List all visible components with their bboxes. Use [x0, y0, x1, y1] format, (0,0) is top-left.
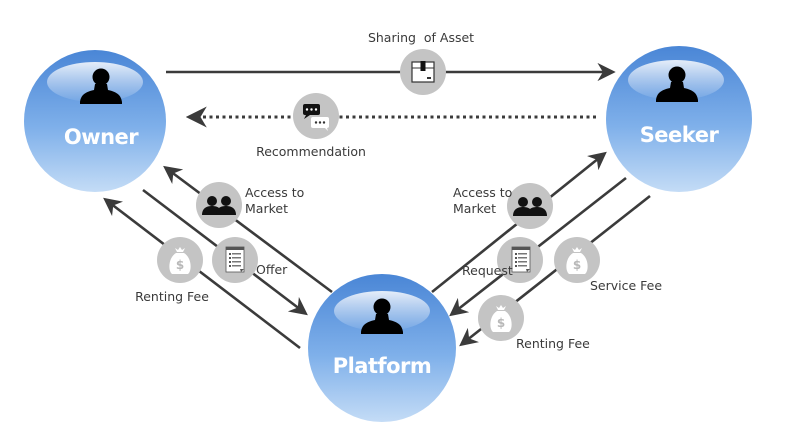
owner-access-to-market-flow: Access to Market	[196, 182, 304, 228]
offer-label: Offer	[256, 262, 288, 277]
platform-label: Platform	[333, 354, 432, 378]
service-fee-flow: Service Fee	[554, 237, 662, 293]
owner-renting-fee-label: Renting Fee	[135, 289, 209, 304]
request-label: Request	[462, 263, 513, 278]
seeker-renting-fee-label: Renting Fee	[516, 336, 590, 351]
request-flow: Request	[462, 237, 543, 283]
seeker-label: Seeker	[640, 123, 720, 147]
seeker-access-to-market-flow: Access to Market	[453, 183, 553, 229]
document-list-icon	[225, 246, 245, 273]
recommendation-flow: Recommendation	[256, 93, 366, 159]
arrow-owner-renting-fee	[103, 197, 301, 350]
offer-flow: Offer	[212, 237, 288, 283]
service-fee-label: Service Fee	[590, 278, 662, 293]
seeker-access-to-market-label-line2: Market	[453, 201, 496, 216]
platform-node: Platform	[308, 274, 456, 422]
seeker-renting-fee-flow: Renting Fee	[478, 295, 590, 351]
sharing-of-asset-flow: Sharing of Asset	[368, 30, 474, 95]
sharing-of-asset-label: Sharing of Asset	[368, 30, 474, 45]
arrow-owner-access-to-market	[163, 165, 333, 294]
owner-node: Owner	[24, 50, 166, 192]
owner-access-to-market-label-line2: Market	[245, 201, 288, 216]
owner-label: Owner	[64, 125, 139, 149]
package-box-icon	[411, 61, 435, 83]
arrow-request	[449, 176, 627, 317]
owner-access-to-market-label-line1: Access to	[245, 185, 304, 200]
recommendation-label: Recommendation	[256, 144, 366, 159]
seeker-access-to-market-label-line1: Access to	[453, 185, 512, 200]
owner-renting-fee-flow: Renting Fee	[135, 237, 209, 304]
seeker-node: Seeker	[606, 46, 752, 192]
chat-bubbles-icon	[303, 104, 329, 131]
document-list-icon	[511, 246, 531, 273]
